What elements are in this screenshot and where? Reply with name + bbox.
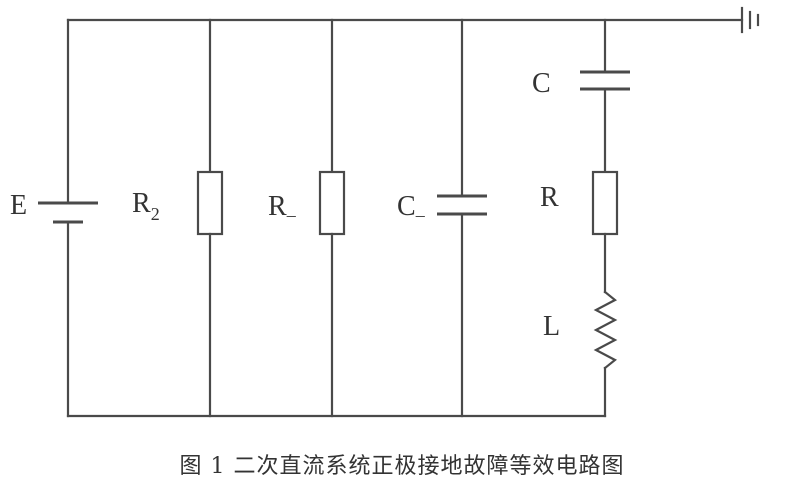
l-inductor: [593, 290, 618, 370]
r-resistor: [591, 170, 619, 236]
battery-branch: [38, 18, 98, 418]
rneg-resistor: [318, 170, 346, 236]
fault-branch: [580, 18, 630, 418]
r2-resistor: [196, 170, 224, 236]
ground-icon: [740, 6, 760, 34]
c-label: C: [532, 68, 551, 99]
figure-caption: 图 1 二次直流系统正极接地故障等效电路图: [179, 454, 625, 479]
cneg-branch: [437, 18, 487, 418]
r2-branch: [196, 18, 224, 418]
cneg-label: C–: [397, 191, 426, 225]
rneg-label: R–: [268, 191, 297, 225]
l-label: L: [543, 311, 560, 342]
r-label: R: [540, 182, 559, 213]
battery-label: E: [10, 190, 27, 221]
rneg-branch: [318, 18, 346, 418]
r2-label: R2: [132, 188, 160, 224]
